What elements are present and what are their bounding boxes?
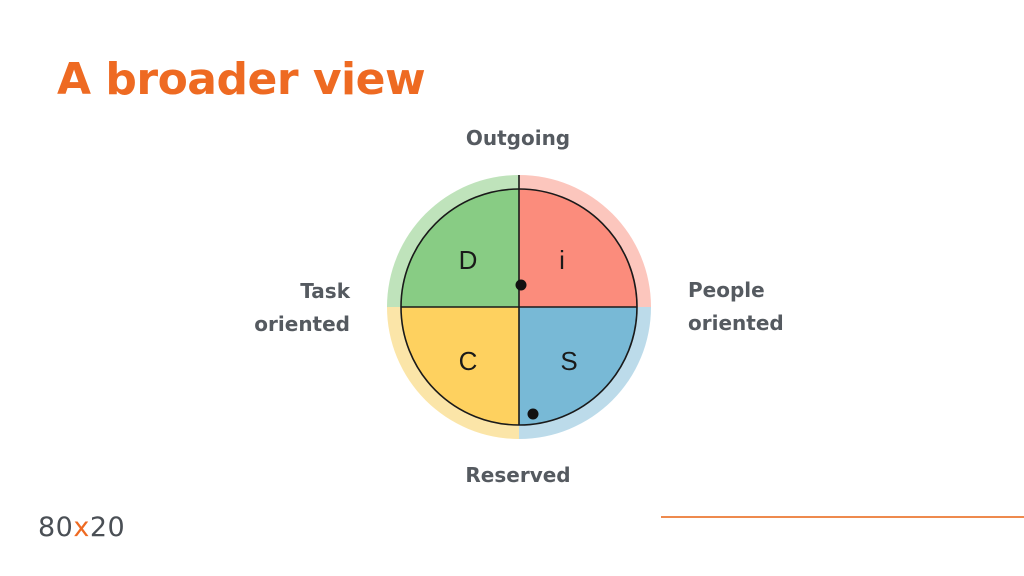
axis-label-people-line2: oriented [688, 311, 784, 335]
footer-rule [661, 516, 1024, 518]
logo-part-2: 20 [89, 512, 126, 543]
quadrant-c [401, 307, 519, 425]
slide-title: A broader view [57, 54, 426, 105]
axis-label-people-oriented: People oriented [688, 274, 868, 340]
axis-label-outgoing: Outgoing [465, 126, 571, 150]
quadrant-s [519, 307, 637, 425]
axis-label-task-line1: Task [300, 279, 350, 303]
logo-x: x [73, 512, 90, 543]
axis-label-people-line1: People [688, 278, 765, 302]
quadrant-i [519, 189, 637, 307]
letter-i: i [559, 245, 565, 275]
letter-s: S [560, 346, 577, 376]
letter-c: C [459, 346, 478, 376]
brand-logo: 80x20 [38, 512, 125, 543]
axis-label-reserved: Reserved [465, 463, 571, 487]
letter-d: D [459, 245, 478, 275]
disc-diagram: D i C S [387, 175, 651, 439]
marker-dot-lower [527, 408, 539, 420]
axis-label-task-line2: oriented [254, 312, 350, 336]
logo-part-1: 80 [38, 512, 74, 543]
marker-dot-center [515, 279, 527, 291]
quadrant-d [401, 189, 519, 307]
axis-label-task-oriented: Task oriented [200, 275, 350, 341]
